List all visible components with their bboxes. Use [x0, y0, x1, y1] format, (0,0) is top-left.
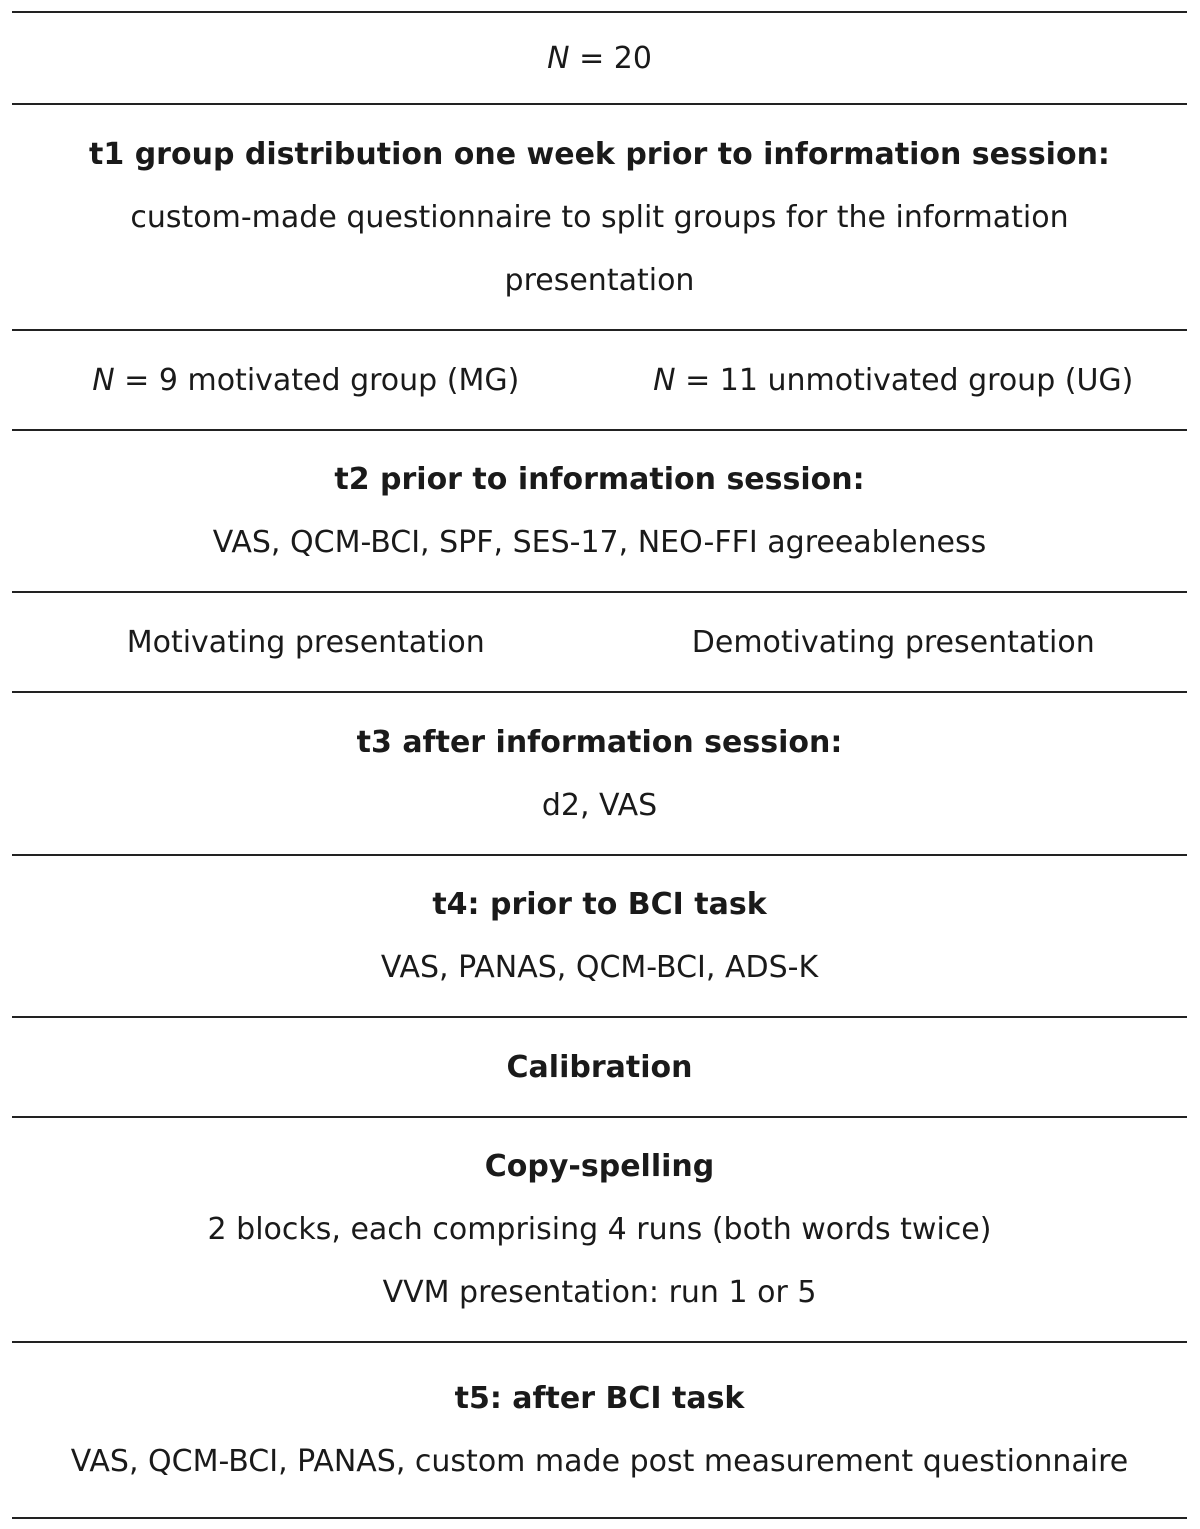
- t5-heading: t5: after BCI task: [454, 1381, 745, 1416]
- study-design-table: N = 20 t1 group distribution one week pr…: [12, 11, 1187, 1519]
- table-rule: [12, 1116, 1187, 1118]
- table-rule: [12, 103, 1187, 105]
- copy-spelling-line2: VVM presentation: run 1 or 5: [382, 1275, 817, 1310]
- presentation-demotivating: Demotivating presentation: [691, 624, 1095, 660]
- table-rule: [12, 1341, 1187, 1343]
- group-motivated: N = 9 motivated group (MG): [92, 362, 520, 398]
- t4-text: VAS, PANAS, QCM-BCI, ADS-K: [380, 950, 819, 985]
- t1-text: custom-made questionnaire to split group…: [130, 199, 1069, 298]
- calibration-heading: Calibration: [506, 1049, 693, 1085]
- t2-heading: t2 prior to information session:: [334, 462, 865, 497]
- row-t4: t4: prior to BCI task VAS, PANAS, QCM-BC…: [12, 856, 1187, 1016]
- table-rule-top: [12, 11, 1187, 13]
- table-rule: [12, 1016, 1187, 1018]
- row-presentations: Motivating presentation Demotivating pre…: [12, 593, 1187, 691]
- row-t3: t3 after information session: d2, VAS: [12, 693, 1187, 854]
- presentation-motivating: Motivating presentation: [126, 624, 485, 660]
- t3-heading: t3 after information session:: [356, 724, 843, 760]
- t5-text: VAS, QCM-BCI, PANAS, custom made post me…: [70, 1444, 1129, 1479]
- t3-text: d2, VAS: [541, 787, 658, 823]
- row-groups: N = 9 motivated group (MG) N = 11 unmoti…: [12, 331, 1187, 429]
- sample-size-text: N = 20: [547, 40, 652, 76]
- table-rule: [12, 329, 1187, 331]
- copy-spelling-heading: Copy-spelling: [484, 1149, 715, 1184]
- t4-heading: t4: prior to BCI task: [432, 887, 767, 922]
- row-t1: t1 group distribution one week prior to …: [12, 105, 1187, 329]
- table-rule: [12, 854, 1187, 856]
- table-rule: [12, 691, 1187, 693]
- row-copy-spelling: Copy-spelling 2 blocks, each comprising …: [12, 1118, 1187, 1341]
- row-t2: t2 prior to information session: VAS, QC…: [12, 431, 1187, 591]
- t2-text: VAS, QCM-BCI, SPF, SES-17, NEO-FFI agree…: [212, 525, 987, 560]
- row-sample-size: N = 20: [12, 13, 1187, 103]
- row-t5: t5: after BCI task VAS, QCM-BCI, PANAS, …: [12, 1343, 1187, 1517]
- table-rule-bottom: [12, 1517, 1187, 1519]
- table-rule: [12, 591, 1187, 593]
- table-rule: [12, 429, 1187, 431]
- row-calibration: Calibration: [12, 1018, 1187, 1116]
- copy-spelling-line1: 2 blocks, each comprising 4 runs (both w…: [207, 1212, 992, 1247]
- group-unmotivated: N = 11 unmotivated group (UG): [653, 362, 1134, 398]
- t1-heading: t1 group distribution one week prior to …: [89, 136, 1110, 172]
